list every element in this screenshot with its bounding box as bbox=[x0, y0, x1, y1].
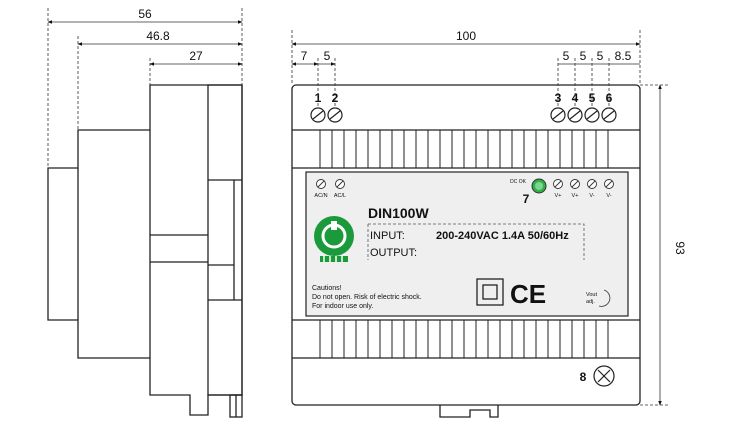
model-name: DIN100W bbox=[368, 205, 429, 221]
label-acn: AC/N bbox=[314, 193, 327, 199]
dc-ok-led-highlight bbox=[535, 182, 543, 190]
output-label: OUTPUT: bbox=[370, 247, 417, 259]
label-vplus-2: V+ bbox=[572, 193, 579, 199]
dim-right-gap-2: 5 bbox=[580, 49, 587, 63]
spec-box-outline bbox=[367, 223, 585, 260]
screw-number-8: 8 bbox=[580, 370, 587, 384]
terminal-screw-4 bbox=[567, 107, 583, 123]
label-vplus-1: V+ bbox=[555, 193, 562, 199]
ground-screw-8 bbox=[593, 365, 615, 387]
vout-adj-label-1: Vout bbox=[586, 292, 597, 298]
label-terminal-icon-vminus2 bbox=[604, 179, 614, 189]
label-vminus-2: V- bbox=[606, 193, 611, 199]
top-vent-fins bbox=[319, 130, 609, 168]
dim-right-gap-1: 5 bbox=[563, 49, 570, 63]
terminal-screw-2 bbox=[327, 107, 343, 123]
terminal-screw-3 bbox=[550, 107, 566, 123]
label-dc-ok: DC OK bbox=[510, 179, 527, 185]
dim-height: 93 bbox=[673, 241, 687, 255]
indicator-number-7: 7 bbox=[523, 192, 530, 206]
bottom-vent-fins bbox=[319, 320, 609, 358]
dim-side-front: 27 bbox=[189, 49, 203, 63]
terminal-screw-5 bbox=[584, 107, 600, 123]
label-terminal-icon-vminus1 bbox=[587, 179, 597, 189]
dim-right-gap-4: 8.5 bbox=[615, 49, 632, 63]
front-view bbox=[291, 84, 641, 418]
front-dimensions bbox=[291, 30, 668, 406]
label-terminal-icon-acn bbox=[316, 179, 326, 189]
double-insulation-icon bbox=[476, 278, 504, 306]
cautions-title: Cautions! bbox=[312, 285, 342, 292]
terminal-screw-6 bbox=[601, 107, 617, 123]
brand-logo-icon bbox=[314, 216, 354, 262]
label-acl: AC/L bbox=[334, 193, 346, 199]
label-terminal-icon-vplus2 bbox=[570, 179, 580, 189]
input-label: INPUT: bbox=[370, 230, 405, 242]
ce-mark: CE bbox=[510, 279, 546, 309]
terminal-screw-1 bbox=[310, 107, 326, 123]
vout-adj-arrow-icon bbox=[598, 289, 611, 307]
dim-front-width: 100 bbox=[456, 29, 476, 43]
side-dimensions bbox=[47, 8, 243, 168]
dim-right-gap-3: 5 bbox=[597, 49, 604, 63]
label-terminal-icon-vplus1 bbox=[553, 179, 563, 189]
dim-side-total: 56 bbox=[138, 7, 152, 21]
vout-adj-label-2: adj. bbox=[586, 299, 595, 305]
side-view bbox=[47, 84, 243, 418]
cautions-line-1: Do not open. Risk of electric shock. bbox=[312, 294, 422, 301]
input-value: 200-240VAC 1.4A 50/60Hz bbox=[436, 230, 569, 242]
cautions-line-2: For indoor use only. bbox=[312, 303, 373, 310]
label-terminal-icon-acl bbox=[335, 179, 345, 189]
dim-left-gap-2: 5 bbox=[324, 49, 331, 63]
dim-side-mid: 46.8 bbox=[146, 29, 170, 43]
label-vminus-1: V- bbox=[589, 193, 594, 199]
front-label-panel bbox=[305, 171, 629, 317]
dim-left-gap-1: 7 bbox=[301, 49, 308, 63]
